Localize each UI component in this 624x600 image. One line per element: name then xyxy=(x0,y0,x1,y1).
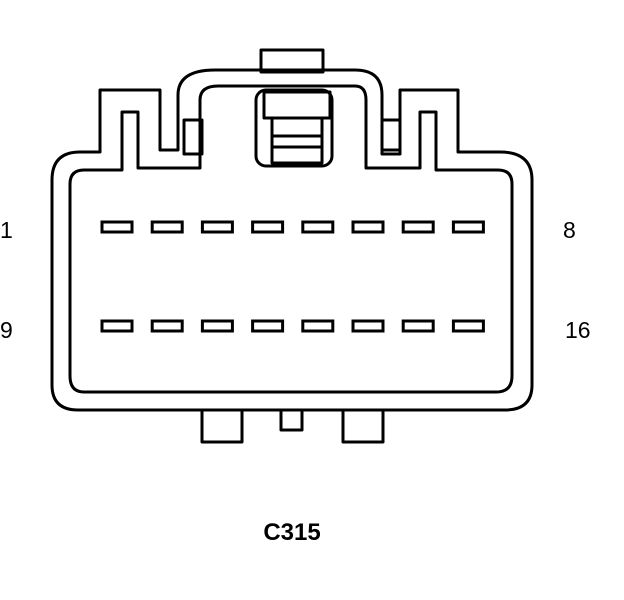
connector-name: C315 xyxy=(263,519,321,546)
pin-cavity-16 xyxy=(451,319,485,333)
connector-housing-inner xyxy=(68,84,514,394)
pin-label-16: 16 xyxy=(565,317,591,343)
bottom-tab-center xyxy=(279,408,304,432)
lock-latch-core xyxy=(270,116,324,165)
pin-cavity-2 xyxy=(150,220,184,234)
pin-cavity-15 xyxy=(401,319,435,333)
pin-cavity-8 xyxy=(451,220,485,234)
pin-cavity-7 xyxy=(401,220,435,234)
pin-cavity-12 xyxy=(251,319,285,333)
right-keyway-slot xyxy=(380,118,402,156)
left-keyway-slot xyxy=(182,118,204,156)
pin-cavity-4 xyxy=(251,220,285,234)
connector-housing-outer xyxy=(50,68,534,412)
pin-cavity-10 xyxy=(150,319,184,333)
bottom-tab-right xyxy=(341,408,385,444)
pin-cavity-6 xyxy=(351,220,385,234)
pin-cavity-14 xyxy=(351,319,385,333)
pin-label-1: 1 xyxy=(0,217,13,243)
lock-latch-bar xyxy=(262,90,332,120)
pin-label-9: 9 xyxy=(0,317,13,343)
pin-cavity-13 xyxy=(301,319,335,333)
lock-latch-body xyxy=(254,88,334,168)
pin-cavity-5 xyxy=(301,220,335,234)
pin-cavity-3 xyxy=(200,220,234,234)
pin-cavity-1 xyxy=(100,220,134,234)
lock-tab-top xyxy=(259,48,325,74)
pin-label-8: 8 xyxy=(563,217,576,243)
pin-cavity-9 xyxy=(100,319,134,333)
bottom-tab-left xyxy=(200,408,244,444)
pin-cavity-11 xyxy=(200,319,234,333)
